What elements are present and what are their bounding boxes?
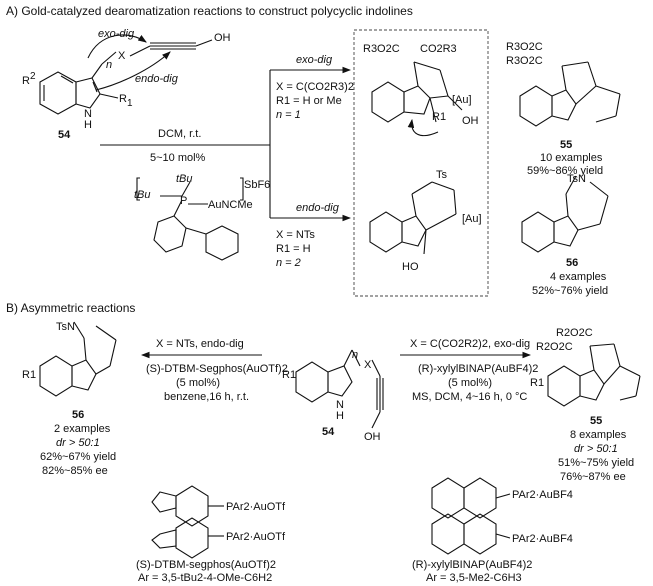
lig-left-ar: Ar = 3,5-tBu2-4-OMe-C6H2 — [138, 572, 272, 584]
int-bottom-ts: Ts — [436, 169, 448, 181]
bottom-route-label: endo-dig — [296, 202, 340, 214]
top-route-label: exo-dig — [296, 54, 333, 66]
p55b-examples: 8 examples — [570, 429, 627, 441]
sm-oh-label: OH — [214, 32, 231, 44]
svg-text:1: 1 — [127, 98, 133, 109]
top-route-n: n = 1 — [276, 109, 301, 121]
bottom-route-r1: R1 = H — [276, 243, 311, 255]
p56b-tsn: TsN — [56, 321, 75, 333]
intermediate-top-structure — [371, 61, 463, 137]
lig-left-top: PAr2·AuOTf — [226, 501, 286, 513]
section-b-title: B) Asymmetric reactions — [6, 301, 135, 315]
product-56-examples: 4 examples — [550, 271, 607, 283]
p56b-label: 56 — [72, 409, 84, 421]
sm-54b-structure — [295, 349, 384, 429]
bottom-route-n: n = 2 — [276, 257, 301, 269]
sm-54b-oh: OH — [364, 431, 381, 443]
lig-right-name: (R)-xylylBINAP(AuBF4)2 — [412, 559, 532, 571]
left-conditions: benzene,16 h, r.t. — [164, 391, 249, 403]
intermediates-box — [353, 29, 489, 297]
int-bottom-ho: HO — [402, 261, 419, 273]
sm-54b-n-atom: N — [336, 399, 344, 411]
sm-r1-label: R — [119, 93, 127, 105]
int-bottom-au: [Au] — [462, 213, 482, 225]
int-top-r1: R1 — [432, 111, 446, 123]
sm-x-label: X — [118, 50, 126, 62]
branch-arrows-a — [100, 66, 352, 222]
p56b-yield: 62%~67% yield — [40, 451, 116, 463]
p56b-dr: dr > 50:1 — [56, 437, 100, 449]
svg-text:2: 2 — [30, 71, 36, 82]
product-56-label: 56 — [566, 257, 578, 269]
section-a-title: A) Gold-catalyzed dearomatization reacti… — [6, 4, 413, 18]
p55b-r1: R1 — [530, 377, 544, 389]
p55b-co2r2-b: R2O2C — [536, 341, 573, 353]
endo-dig-label: endo-dig — [135, 73, 179, 85]
p56b-examples: 2 examples — [54, 423, 111, 435]
sm-54b-x: X — [364, 359, 372, 371]
lig-right-ar: Ar = 3,5-Me2-C6H3 — [426, 572, 522, 584]
right-route-label: X = C(CO2R2)2, exo-dig — [410, 338, 530, 350]
sm-54b-h-atom: H — [336, 410, 344, 422]
left-loading: (5 mol%) — [176, 377, 220, 389]
lig-right-top: PAr2·AuBF4 — [512, 489, 573, 501]
conditions-text: DCM, r.t. — [158, 128, 201, 140]
top-route-r1: R1 = H or Me — [276, 95, 342, 107]
p56b-r1: R1 — [22, 369, 36, 381]
p56b-ee: 82%~85% ee — [42, 465, 108, 477]
sm-n-label: n — [106, 59, 112, 71]
right-catalyst: (R)-xylylBINAP(AuBF4)2 — [418, 363, 538, 375]
product-56-tsn: TsN — [567, 173, 586, 185]
catalyst-p: P — [180, 195, 187, 207]
sm-54-number: 54 — [58, 129, 71, 141]
sm-54b-r1: R1 — [282, 369, 296, 381]
ligand-binap-structure — [431, 477, 511, 555]
catalyst-anion: SbF6 — [244, 179, 270, 191]
int-top-co2r3-b: CO2R3 — [420, 43, 457, 55]
left-catalyst: (S)-DTBM-Segphos(AuOTf)2 — [146, 363, 288, 375]
catalyst-tbu-left: tBu — [134, 189, 151, 201]
exo-dig-label: exo-dig — [98, 28, 135, 40]
right-conditions: MS, DCM, 4~16 h, 0 °C — [412, 391, 527, 403]
product-55-label: 55 — [560, 139, 572, 151]
catalyst-au: AuNCMe — [208, 199, 253, 211]
catalyst-structure — [136, 177, 244, 261]
sm-54b-n: n — [352, 349, 358, 361]
sm-n-atom: N — [84, 108, 92, 120]
p55b-co2r2-a: R2O2C — [556, 327, 593, 339]
int-top-au: [Au] — [452, 94, 472, 106]
sm-54-structure — [39, 34, 213, 115]
ligand-segphos-structure — [151, 485, 224, 559]
left-route-label: X = NTs, endo-dig — [156, 338, 244, 350]
sm-h-atom: H — [84, 119, 92, 131]
product-55-examples: 10 examples — [540, 152, 603, 164]
intermediate-bottom-structure — [369, 181, 457, 255]
p55b-ee: 76%~87% ee — [560, 471, 626, 483]
catalyst-loading: 5~10 mol% — [150, 152, 206, 164]
p55b-yield: 51%~75% yield — [558, 457, 634, 469]
product-56-yield: 52%~76% yield — [532, 285, 608, 297]
product-56-structure — [521, 175, 609, 253]
p55b-dr: dr > 50:1 — [574, 443, 618, 455]
lig-left-bottom: PAr2·AuOTf — [226, 531, 286, 543]
sm-54b-number: 54 — [322, 426, 335, 438]
bottom-route-x: X = NTs — [276, 229, 315, 241]
product-56b-structure — [39, 321, 117, 397]
p55a-co2r3-a: R3O2C — [506, 41, 543, 53]
product-55b-structure — [547, 343, 641, 407]
int-top-co2r3-a: R3O2C — [363, 43, 400, 55]
lig-right-bottom: PAr2·AuBF4 — [512, 533, 573, 545]
catalyst-tbu-top: tBu — [176, 173, 193, 185]
p55b-label: 55 — [590, 415, 602, 427]
p55a-co2r3-b: R3O2C — [506, 55, 543, 67]
sm-r2-label: R — [22, 75, 30, 87]
product-55-yield: 59%~86% yield — [527, 165, 603, 177]
lig-left-name: (S)-DTBM-segphos(AuOTf)2 — [136, 559, 276, 571]
product-55-structure — [519, 61, 621, 127]
right-loading: (5 mol%) — [448, 377, 492, 389]
top-route-x: X = C(CO2R3)2 — [276, 81, 354, 93]
int-top-oh: OH — [462, 115, 479, 127]
